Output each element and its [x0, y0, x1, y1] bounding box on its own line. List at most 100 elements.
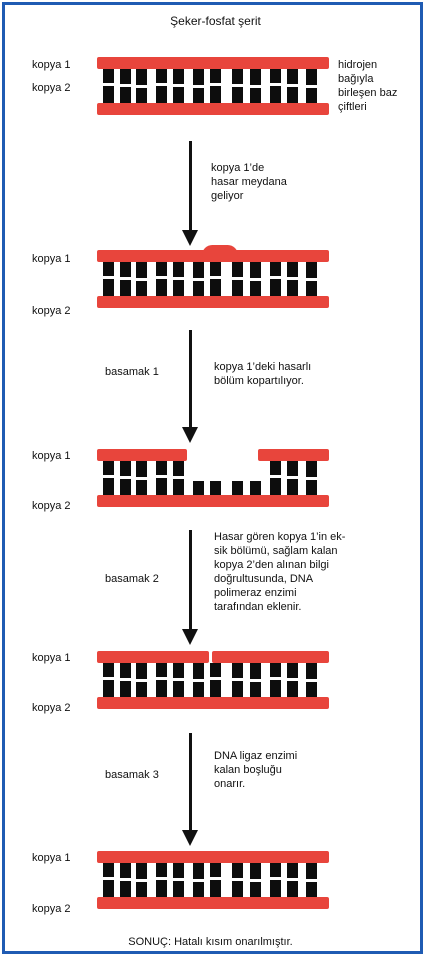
dna3-base-pair [270, 461, 281, 495]
dna5-hydrogen-bond [120, 878, 131, 881]
dna4-hydrogen-bond [250, 679, 261, 682]
dna5-copy1-label: kopya 1 [32, 852, 71, 864]
dna3-top-strand [258, 449, 329, 461]
arrow-step1-head [182, 427, 198, 443]
dna3-base-pair [193, 481, 204, 495]
dna4-hydrogen-bond [156, 677, 167, 680]
dna4-base-pair [156, 663, 167, 697]
hydrogen-bond-note: hidrojen bağıyla birleşen baz çiftleri [338, 59, 398, 113]
dna5-hydrogen-bond [232, 878, 243, 881]
dna2-hydrogen-bond [173, 277, 184, 280]
step2-note: Hasar gören kopya 1’in ek- sik bölümü, s… [214, 531, 346, 613]
result-text: SONUÇ: Hatalı kısım onarılmıştır. [128, 936, 293, 948]
dna2-base-pair [156, 262, 167, 296]
dna4-hydrogen-bond [306, 679, 317, 682]
dna1-hydrogen-bond [270, 83, 281, 86]
dna1-hydrogen-bond [136, 85, 147, 88]
dna4-hydrogen-bond [232, 678, 243, 681]
dna3-bottom-strand [97, 495, 329, 507]
dna4-copy1-label: kopya 1 [32, 652, 71, 664]
dna3-base-pair [210, 481, 221, 495]
dna3-base-pair [156, 461, 167, 495]
dna5-base-pair [156, 863, 167, 897]
dna2-hydrogen-bond [136, 278, 147, 281]
dna2-hydrogen-bond [287, 277, 298, 280]
dna1-hydrogen-bond [120, 84, 131, 87]
figure-frame [2, 2, 423, 954]
dna5-bottom-strand [97, 897, 329, 909]
dna4-hydrogen-bond [120, 678, 131, 681]
dna2-hydrogen-bond [232, 277, 243, 280]
dna3-copy1-label: kopya 1 [32, 450, 71, 462]
dna1-copy1-label: kopya 1 [32, 59, 71, 71]
dna3-copy2-label: kopya 2 [32, 500, 71, 512]
dna5-hydrogen-bond [156, 877, 167, 880]
dna5-base-pair [270, 863, 281, 897]
dna4-bottom-strand [97, 697, 329, 709]
dna4-copy2-label: kopya 2 [32, 702, 71, 714]
dna1-hydrogen-bond [103, 83, 114, 86]
dna5-top-strand [97, 851, 329, 863]
dna5-copy2-label: kopya 2 [32, 903, 71, 915]
dna2-hydrogen-bond [156, 276, 167, 279]
arrow-step3 [189, 733, 192, 833]
dna5-base-pair [210, 863, 221, 897]
dna2-base-pair [210, 262, 221, 296]
step1-note: kopya 1’deki hasarlı bölüm kopartılıyor. [214, 361, 312, 387]
dna3-hydrogen-bond [287, 476, 298, 479]
dna2-copy1-label: kopya 1 [32, 253, 71, 265]
dna3-hydrogen-bond [120, 476, 131, 479]
dna3-hydrogen-bond [270, 475, 281, 478]
dna4-base-pair [103, 663, 114, 697]
dna3-hydrogen-bond [136, 477, 147, 480]
dna1-hydrogen-bond [232, 84, 243, 87]
dna5-base-pair [103, 863, 114, 897]
dna4-top-strand [97, 651, 209, 663]
dna1-hydrogen-bond [156, 83, 167, 86]
step2-label: basamak 2 [105, 573, 159, 585]
dna1-base-pair [210, 69, 221, 103]
step1-label: basamak 1 [105, 366, 159, 378]
dna5-hydrogen-bond [173, 878, 184, 881]
dna3-hydrogen-bond [173, 476, 184, 479]
dna3-hydrogen-bond [103, 475, 114, 478]
dna4-base-pair [210, 663, 221, 697]
dna2-hydrogen-bond [270, 276, 281, 279]
dna5-hydrogen-bond [136, 879, 147, 882]
dna2-copy2-label: kopya 2 [32, 305, 71, 317]
dna1-hydrogen-bond [306, 85, 317, 88]
dna1-hydrogen-bond [193, 85, 204, 88]
dna5-hydrogen-bond [287, 878, 298, 881]
dna3-top-strand [97, 449, 187, 461]
dna5-hydrogen-bond [210, 877, 221, 880]
damage-note: kopya 1’de hasar meydana geliyor [211, 162, 287, 202]
dna1-hydrogen-bond [287, 84, 298, 87]
dna2-bottom-strand [97, 296, 329, 308]
dna4-hydrogen-bond [193, 679, 204, 682]
dna3-hydrogen-bond [156, 475, 167, 478]
dna2-damage-bulge [202, 245, 238, 257]
dna2-hydrogen-bond [103, 276, 114, 279]
dna3-base-pair [250, 481, 261, 495]
dna1-base-pair [270, 69, 281, 103]
dna4-hydrogen-bond [287, 678, 298, 681]
dna4-base-pair [270, 663, 281, 697]
dna2-hydrogen-bond [250, 278, 261, 281]
arrow-step2-head [182, 629, 198, 645]
dna1-hydrogen-bond [210, 83, 221, 86]
dna1-hydrogen-bond [250, 85, 261, 88]
dna2-base-pair [270, 262, 281, 296]
dna4-top-strand [212, 651, 329, 663]
step3-note: DNA ligaz enzimi kalan boşluğu onarır. [214, 750, 298, 790]
dna2-base-pair [103, 262, 114, 296]
dna1-hydrogen-bond [173, 84, 184, 87]
dna5-hydrogen-bond [306, 879, 317, 882]
dna3-base-pair [103, 461, 114, 495]
dna4-hydrogen-bond [210, 677, 221, 680]
dna4-hydrogen-bond [136, 679, 147, 682]
arrow-step1 [189, 330, 192, 430]
arrow-step2 [189, 530, 192, 632]
dna5-hydrogen-bond [250, 879, 261, 882]
figure-title: Şeker-fosfat şerit [170, 14, 261, 28]
arrow-damage-head [182, 230, 198, 246]
